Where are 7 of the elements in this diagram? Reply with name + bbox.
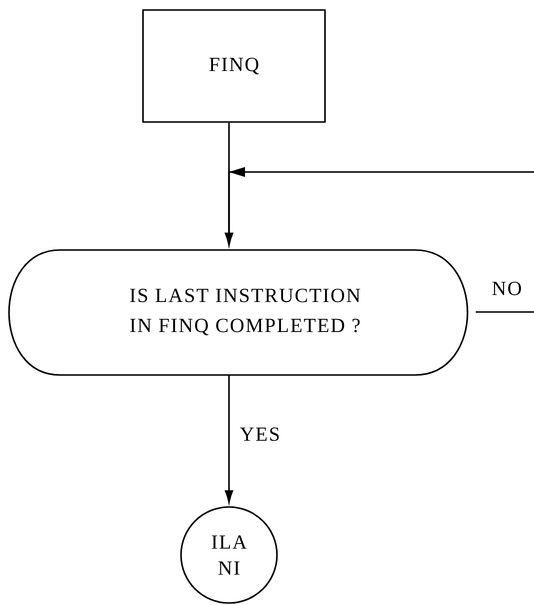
arrow bbox=[224, 375, 234, 503]
line bbox=[476, 311, 534, 313]
decision-terminal: IS LAST INSTRUCTION IN FINQ COMPLETED ? bbox=[8, 249, 468, 376]
process-box: FINQ bbox=[142, 9, 326, 123]
edge-label: YES bbox=[238, 426, 282, 443]
edge-label: NO bbox=[490, 280, 524, 298]
arrow bbox=[224, 167, 534, 246]
